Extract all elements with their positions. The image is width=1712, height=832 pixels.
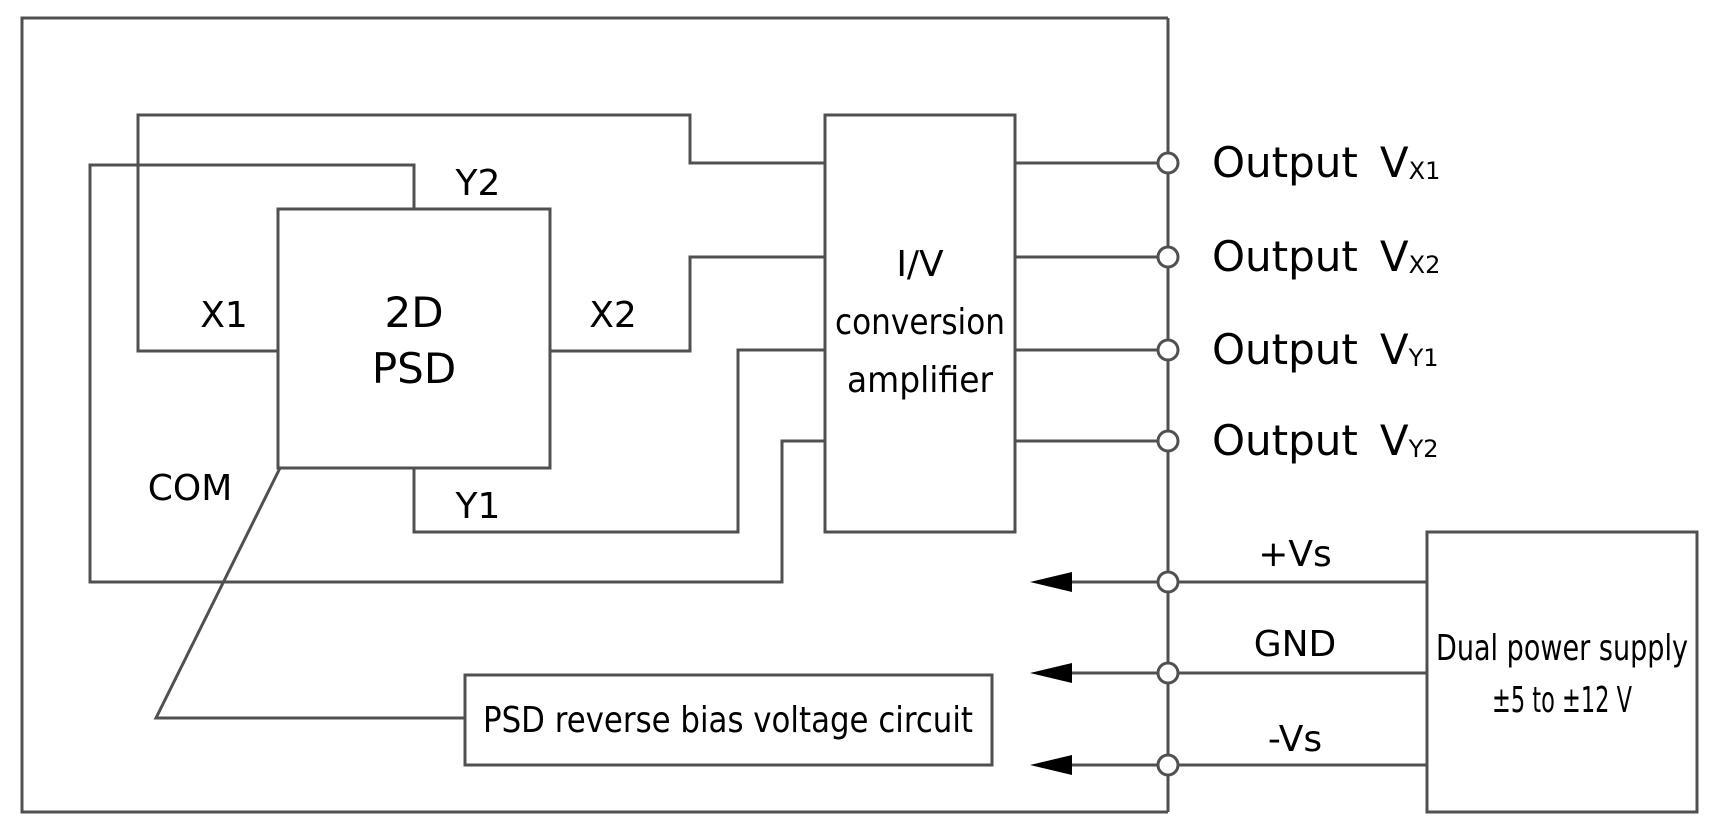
power-label-minus-vs: -Vs: [1268, 719, 1322, 760]
pin-label-x1: X1: [200, 295, 248, 336]
psd-label-line1: 2D: [384, 288, 443, 337]
arrow-minus-vs-icon: [1030, 755, 1072, 775]
amplifier-label-line1: I/V: [896, 244, 944, 285]
enclosure-outline: [20, 16, 1168, 814]
power-supply-label-line2: ±5 to ±12 V: [1492, 680, 1632, 721]
psd-label-line2: PSD: [372, 344, 456, 393]
wire-com: [153, 467, 465, 720]
iv-amplifier-block: [823, 113, 1017, 534]
pin-label-y1: Y1: [455, 486, 501, 527]
amplifier-label-line3: amplifier: [847, 360, 993, 401]
bias-circuit-label: PSD reverse bias voltage circuit: [483, 700, 973, 741]
terminal-vx2: [1156, 245, 1180, 269]
terminal-minus-vs: [1156, 753, 1180, 777]
pin-label-x2: X2: [589, 295, 637, 336]
wire-x1: [136, 113, 825, 353]
terminal-vy1: [1156, 338, 1180, 362]
wire-y2: [88, 163, 825, 584]
power-supply-block: [1425, 530, 1699, 814]
power-supply-label-line1: Dual power supply: [1436, 628, 1688, 669]
arrow-plus-vs-icon: [1030, 572, 1072, 592]
power-label-plus-vs: +Vs: [1258, 534, 1332, 575]
amplifier-label-line2: conversion: [835, 302, 1005, 343]
terminal-plus-vs: [1156, 570, 1180, 594]
power-label-gnd: GND: [1254, 624, 1337, 665]
wire-x2: [550, 255, 825, 353]
pin-label-com: COM: [148, 468, 233, 509]
psd-block: [276, 207, 552, 470]
bias-circuit-block: [463, 673, 994, 767]
terminal-vx1: [1156, 151, 1180, 175]
pin-label-y2: Y2: [455, 163, 501, 204]
arrow-gnd-icon: [1030, 663, 1072, 683]
terminal-vy2: [1156, 429, 1180, 453]
wire-y1: [412, 348, 825, 534]
terminal-gnd: [1156, 661, 1180, 685]
